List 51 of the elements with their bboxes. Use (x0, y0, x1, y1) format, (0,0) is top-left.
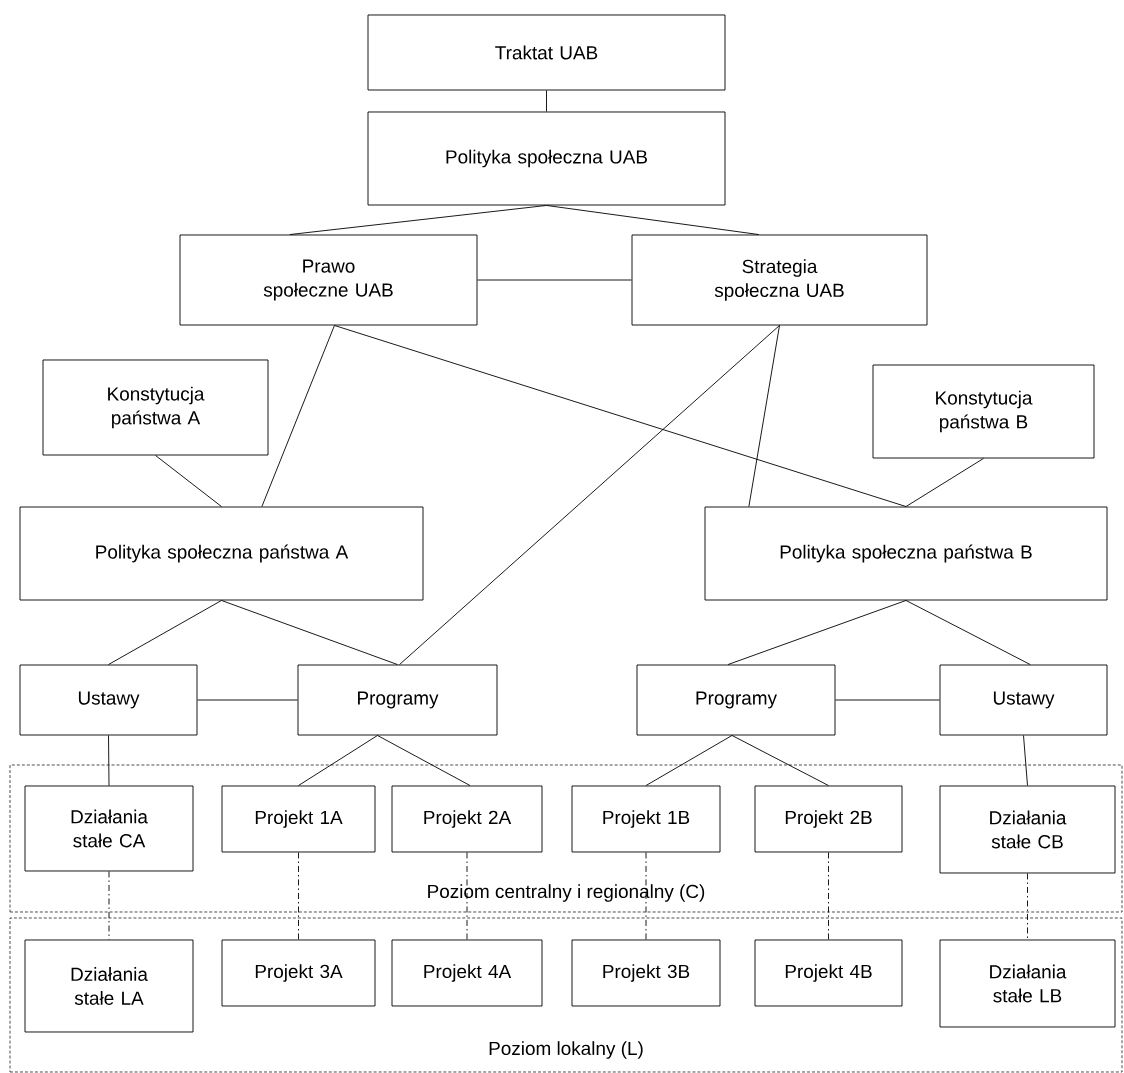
connector-line (197, 699, 298, 701)
connector-line (108, 871, 110, 940)
box: Polityka społeczna państwa A (19, 506, 424, 601)
connector-line (477, 279, 632, 281)
connector-line (108, 735, 110, 786)
box: Projekt 4B (754, 939, 903, 1007)
connector-line (399, 325, 780, 665)
box: Konstytucja państwa B (872, 364, 1095, 459)
box: Konstytucja państwa A (42, 359, 269, 456)
connector-line (466, 852, 468, 940)
connector-line (828, 852, 829, 940)
connector-line (546, 90, 547, 112)
connector-line (748, 325, 780, 507)
connector-line (298, 852, 299, 940)
box: Projekt 1A (221, 785, 376, 853)
connector-line (546, 205, 760, 235)
box: Strategia społeczna UAB (631, 234, 928, 326)
box: Polityka społeczna UAB (367, 111, 726, 206)
box: Projekt 1B (571, 785, 721, 853)
connector-line (905, 600, 1031, 665)
box: Polityka społeczna państwa B (704, 506, 1108, 601)
connector-line (221, 600, 398, 665)
box: Działania stałe CA (24, 785, 194, 872)
connector-line (835, 699, 940, 701)
connector-line (1023, 735, 1028, 786)
box: Projekt 3B (571, 939, 721, 1007)
box: Prawo społeczne UAB (179, 234, 478, 326)
box: Projekt 2B (754, 785, 903, 853)
box: Ustawy (19, 664, 198, 736)
connector-line (731, 735, 829, 786)
box: Ustawy (939, 664, 1108, 736)
connector-line (289, 205, 547, 235)
connector-line (298, 735, 378, 786)
connector-line (905, 458, 984, 507)
box: Projekt 4A (391, 939, 543, 1007)
box: Działania stałe LB (939, 939, 1116, 1028)
box: Działania stałe CB (939, 785, 1116, 874)
connector-line (261, 325, 335, 507)
connector-line (645, 852, 647, 940)
connector-line (334, 325, 907, 507)
box: Traktat UAB (367, 14, 726, 91)
connector-line (1027, 873, 1028, 940)
box: Programy (636, 664, 836, 736)
connector-line (155, 455, 222, 507)
box: Projekt 3A (221, 939, 376, 1007)
connector-line (727, 600, 907, 665)
box: Działania stałe LA (24, 939, 194, 1033)
connector-line (108, 600, 222, 665)
box: Projekt 2A (391, 785, 543, 853)
box: Programy (297, 664, 498, 736)
connector-line (645, 735, 733, 786)
